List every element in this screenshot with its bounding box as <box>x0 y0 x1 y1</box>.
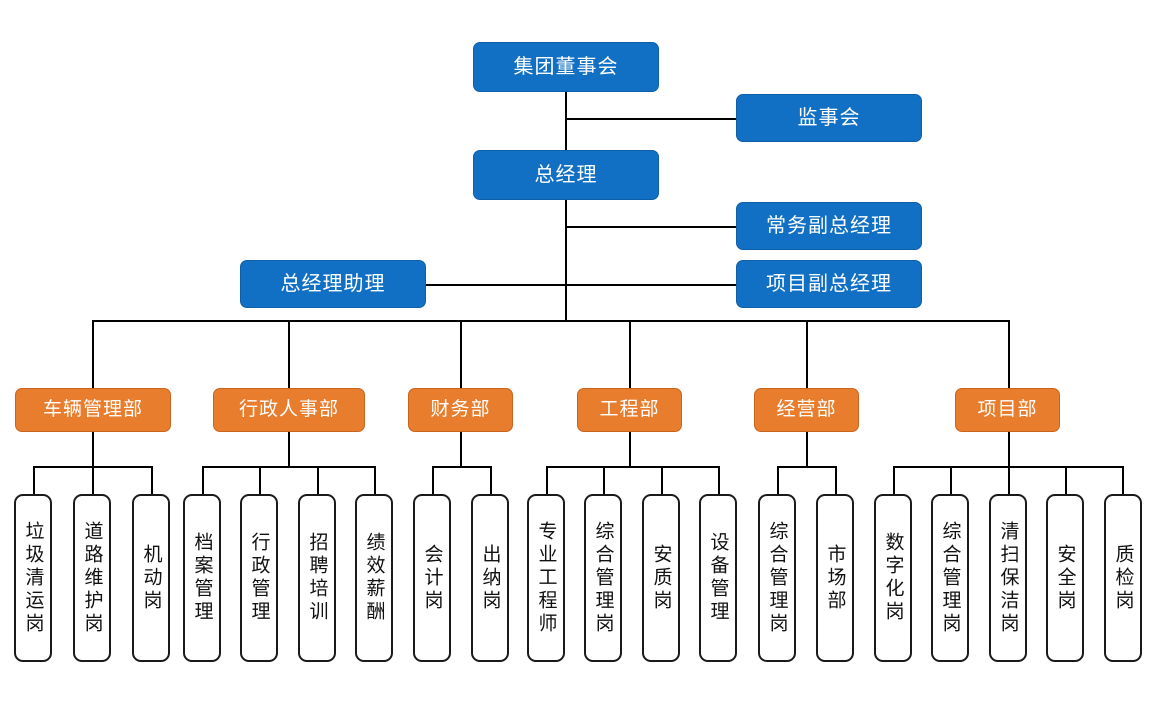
node-project-deputy-gm[interactable]: 项目副总经理 <box>736 260 922 308</box>
drop-leaf-2-1 <box>202 466 204 494</box>
position-label: 综合管理岗 <box>766 520 788 636</box>
dept-node-operations[interactable]: 经营部 <box>754 388 859 432</box>
position-label: 档案管理 <box>191 532 213 624</box>
position-box[interactable]: 垃圾清运岗 <box>14 494 52 662</box>
position-label: 安质岗 <box>650 543 672 613</box>
connector-gm-to-exec-deputy <box>565 226 736 228</box>
stem-dept-6 <box>1008 431 1010 466</box>
subbus-dept-4 <box>546 466 718 468</box>
stem-dept-5 <box>806 431 808 466</box>
position-box[interactable]: 专业工程师 <box>527 494 565 662</box>
drop-leaf-5-2 <box>835 466 837 494</box>
position-box[interactable]: 安质岗 <box>642 494 680 662</box>
position-box[interactable]: 综合管理岗 <box>758 494 796 662</box>
connector-gm-to-assistant <box>425 284 566 286</box>
position-label: 清扫保洁岗 <box>997 520 1019 636</box>
position-label: 安全岗 <box>1054 543 1076 613</box>
drop-leaf-3-1 <box>432 466 434 494</box>
drop-leaf-1-1 <box>33 466 35 494</box>
drop-to-dept-2 <box>288 320 290 389</box>
position-label: 综合管理岗 <box>592 520 614 636</box>
drop-leaf-5-1 <box>777 466 779 494</box>
drop-to-dept-6 <box>1008 320 1010 389</box>
drop-leaf-1-2 <box>92 466 94 494</box>
node-board[interactable]: 集团董事会 <box>473 42 659 92</box>
dept-node-vehicle-management[interactable]: 车辆管理部 <box>15 388 171 432</box>
position-box[interactable]: 会计岗 <box>413 494 451 662</box>
position-label: 综合管理岗 <box>939 520 961 636</box>
position-box[interactable]: 安全岗 <box>1046 494 1084 662</box>
position-label: 绩效薪酬 <box>363 532 385 624</box>
position-box[interactable]: 清扫保洁岗 <box>989 494 1027 662</box>
drop-leaf-6-4 <box>1065 466 1067 494</box>
position-label: 会计岗 <box>421 543 443 613</box>
drop-to-dept-3 <box>460 320 462 389</box>
position-box[interactable]: 市场部 <box>816 494 854 662</box>
drop-leaf-6-2 <box>950 466 952 494</box>
position-box[interactable]: 数字化岗 <box>874 494 912 662</box>
position-box[interactable]: 行政管理 <box>240 494 278 662</box>
position-label: 招聘培训 <box>306 532 328 624</box>
subbus-dept-3 <box>432 466 491 468</box>
department-bus-line <box>92 320 1010 322</box>
node-executive-deputy-gm[interactable]: 常务副总经理 <box>736 202 922 250</box>
drop-leaf-6-3 <box>1008 466 1010 494</box>
dept-node-admin-hr[interactable]: 行政人事部 <box>213 388 365 432</box>
position-box[interactable]: 综合管理岗 <box>931 494 969 662</box>
drop-leaf-4-3 <box>661 466 663 494</box>
dept-node-finance[interactable]: 财务部 <box>408 388 513 432</box>
position-label: 数字化岗 <box>882 532 904 624</box>
position-label: 行政管理 <box>248 532 270 624</box>
position-box[interactable]: 招聘培训 <box>298 494 336 662</box>
dept-node-project[interactable]: 项目部 <box>955 388 1060 432</box>
position-box[interactable]: 档案管理 <box>183 494 221 662</box>
position-box[interactable]: 道路维护岗 <box>73 494 111 662</box>
drop-leaf-4-1 <box>546 466 548 494</box>
position-label: 市场部 <box>824 543 846 613</box>
node-gm-assistant[interactable]: 总经理助理 <box>240 260 426 308</box>
dept-node-engineering[interactable]: 工程部 <box>577 388 682 432</box>
stem-dept-3 <box>460 431 462 466</box>
position-box[interactable]: 出纳岗 <box>471 494 509 662</box>
position-box[interactable]: 机动岗 <box>132 494 170 662</box>
drop-leaf-6-5 <box>1122 466 1124 494</box>
node-general-manager[interactable]: 总经理 <box>473 150 659 200</box>
node-supervisory-board[interactable]: 监事会 <box>736 94 922 142</box>
stem-dept-2 <box>288 431 290 466</box>
drop-leaf-1-3 <box>151 466 153 494</box>
position-label: 道路维护岗 <box>81 520 103 636</box>
connector-board-to-supervisory <box>565 118 736 120</box>
connector-gm-to-project-deputy <box>565 284 736 286</box>
drop-leaf-6-1 <box>893 466 895 494</box>
connector-board-to-gm <box>565 91 567 153</box>
position-label: 出纳岗 <box>479 543 501 613</box>
position-box[interactable]: 综合管理岗 <box>584 494 622 662</box>
position-box[interactable]: 绩效薪酬 <box>355 494 393 662</box>
drop-leaf-2-2 <box>259 466 261 494</box>
position-label: 专业工程师 <box>535 520 557 636</box>
drop-to-dept-5 <box>806 320 808 389</box>
drop-leaf-2-4 <box>374 466 376 494</box>
position-box[interactable]: 质检岗 <box>1104 494 1142 662</box>
position-label: 垃圾清运岗 <box>22 520 44 636</box>
drop-leaf-4-2 <box>603 466 605 494</box>
connector-gm-to-bus <box>565 199 567 321</box>
position-label: 设备管理 <box>707 532 729 624</box>
subbus-dept-2 <box>202 466 374 468</box>
subbus-dept-5 <box>777 466 836 468</box>
drop-leaf-2-3 <box>317 466 319 494</box>
drop-leaf-4-4 <box>718 466 720 494</box>
stem-dept-1 <box>92 431 94 466</box>
drop-to-dept-1 <box>92 320 94 389</box>
drop-leaf-3-2 <box>490 466 492 494</box>
position-label: 质检岗 <box>1112 543 1134 613</box>
drop-to-dept-4 <box>629 320 631 389</box>
stem-dept-4 <box>629 431 631 466</box>
position-label: 机动岗 <box>140 543 162 613</box>
position-box[interactable]: 设备管理 <box>699 494 737 662</box>
